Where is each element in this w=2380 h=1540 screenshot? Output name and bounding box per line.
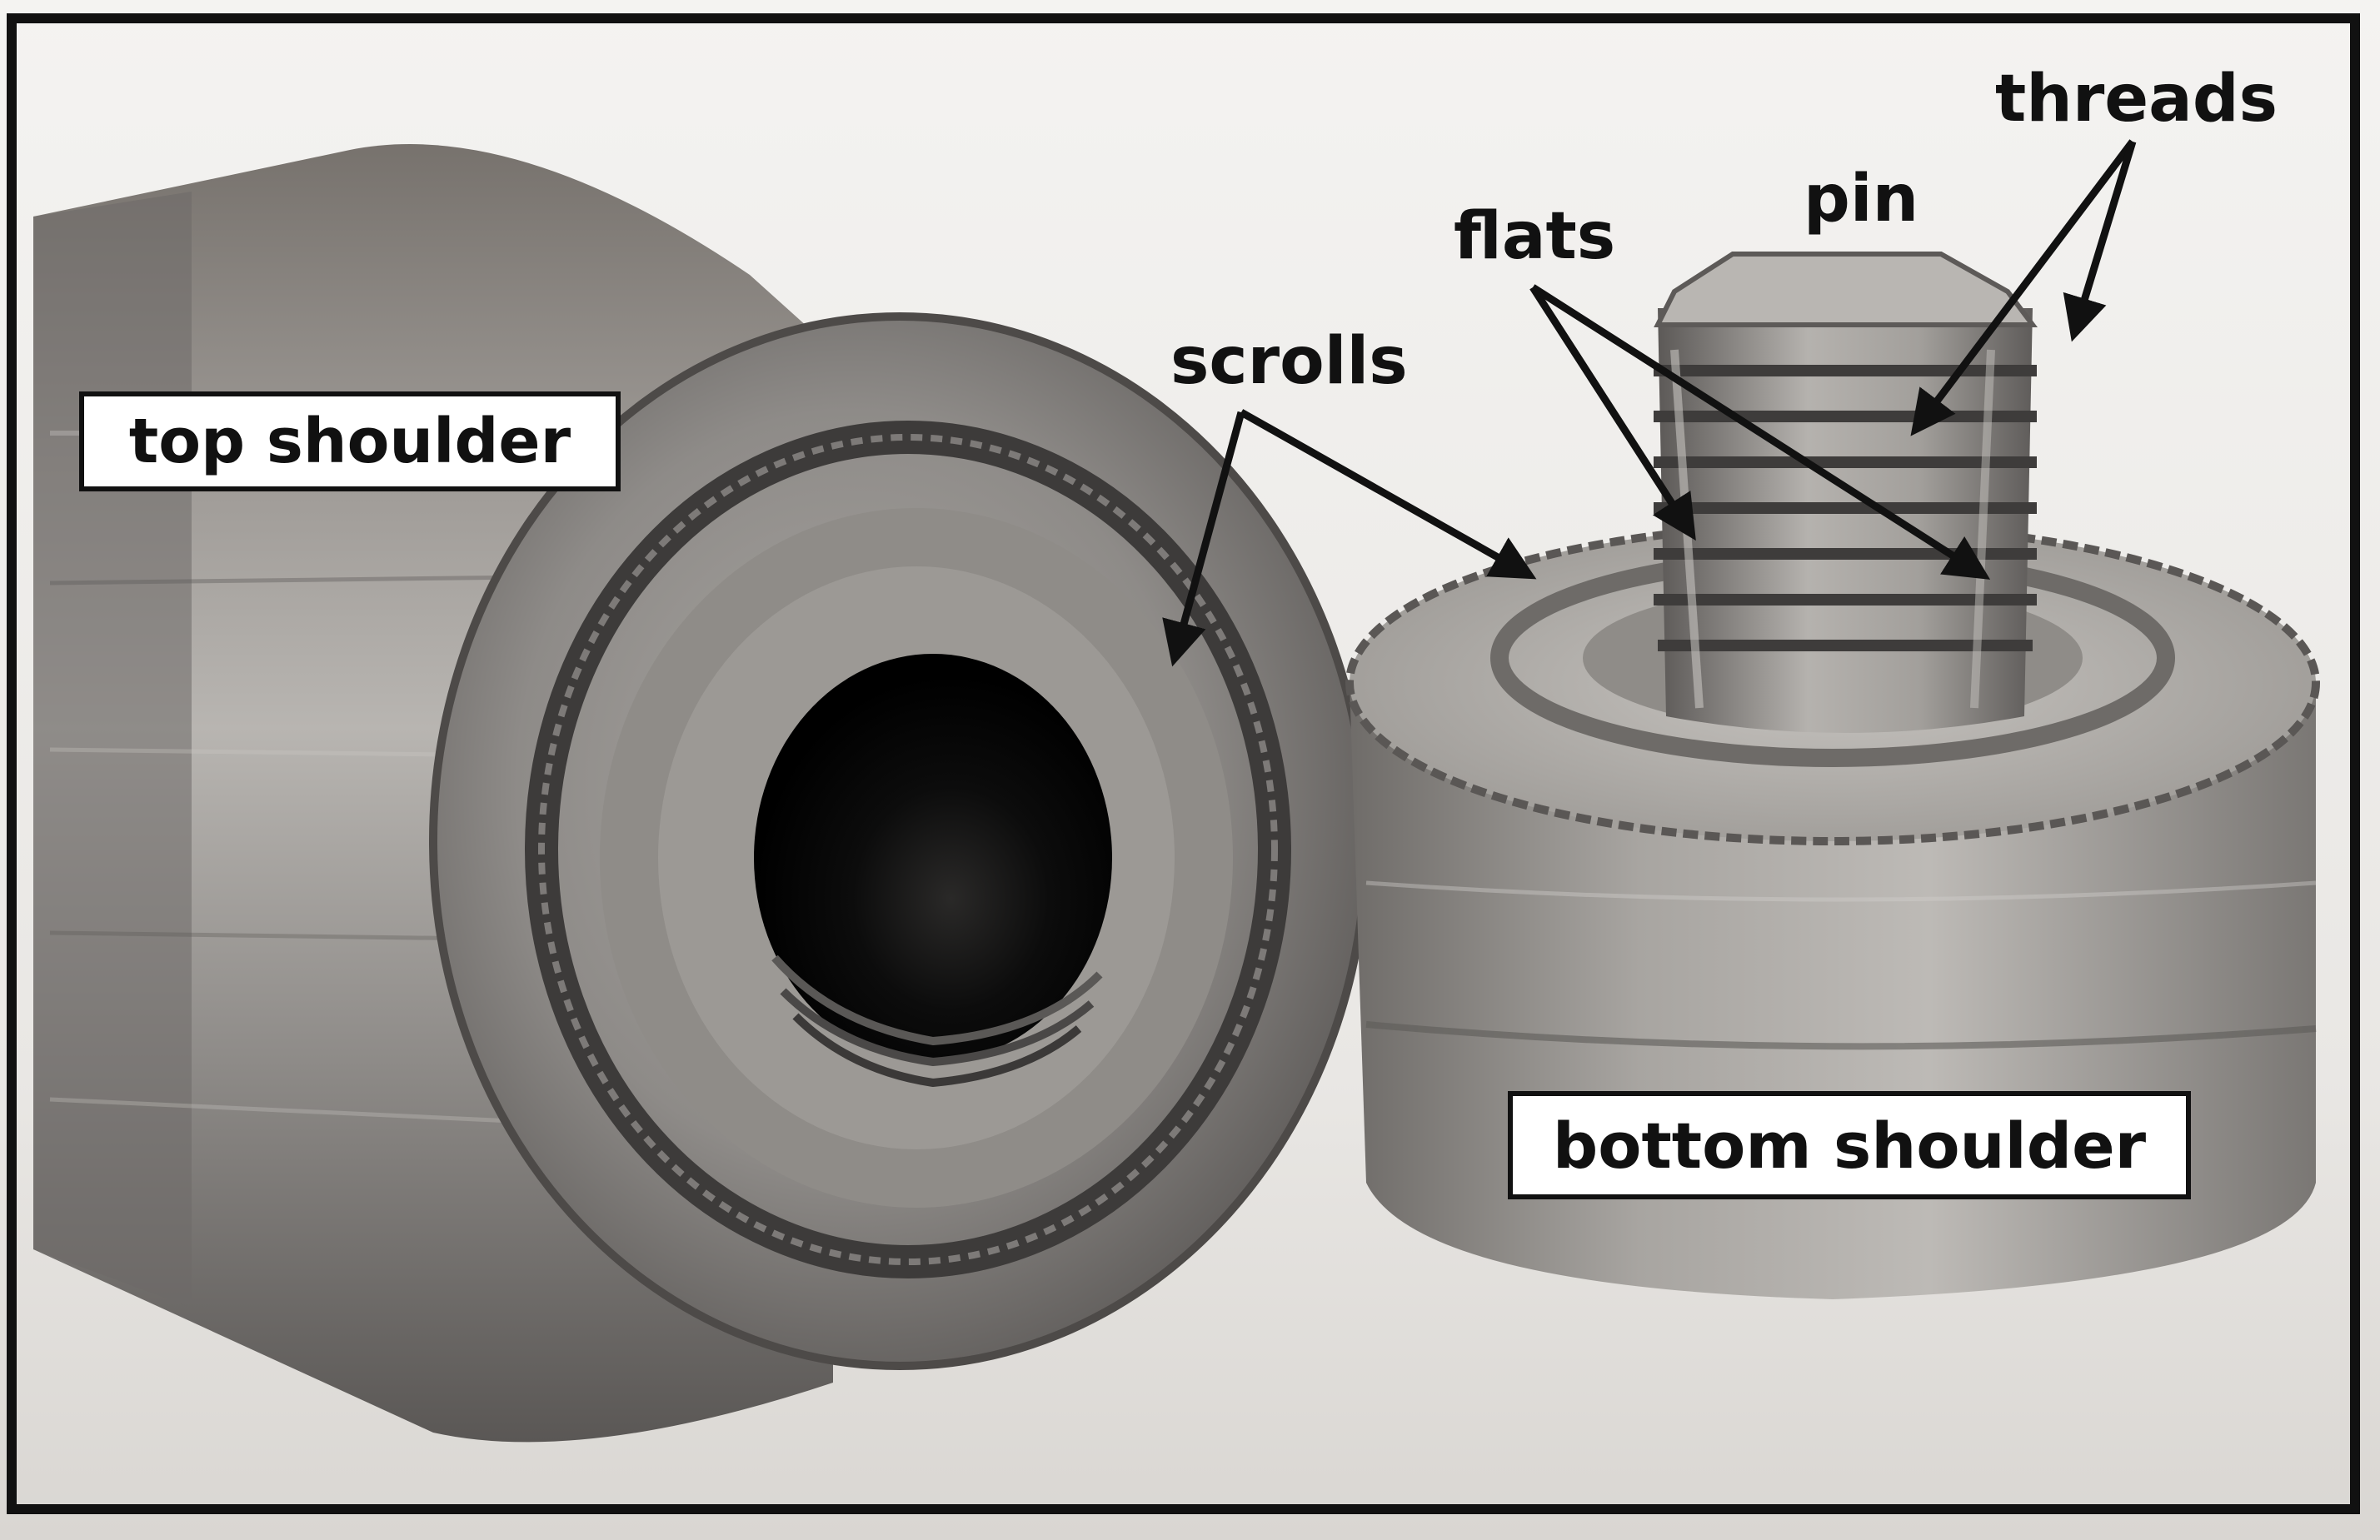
bottom-shoulder-label: bottom shoulder [1508, 1091, 2191, 1199]
pin-label: pin [1804, 162, 1919, 237]
top-shoulder-label: top shoulder [79, 391, 621, 491]
threads-arrow-left [1910, 139, 2136, 436]
threads-label: threads [1995, 62, 2278, 137]
threads-arrow-right [2063, 140, 2137, 342]
scrolls-label: scrolls [1170, 324, 1408, 399]
scrolls-arrow-right [1239, 409, 1537, 580]
top-shoulder-tool [33, 144, 1370, 1443]
flats-arrow-left [1529, 285, 1696, 541]
annotation-arrows [1162, 139, 2137, 667]
flats-arrow-right [1530, 284, 1991, 580]
scrolls-arrow-left [1162, 411, 1245, 667]
photo-frame [7, 13, 2360, 1514]
flats-label: flats [1454, 199, 1616, 274]
